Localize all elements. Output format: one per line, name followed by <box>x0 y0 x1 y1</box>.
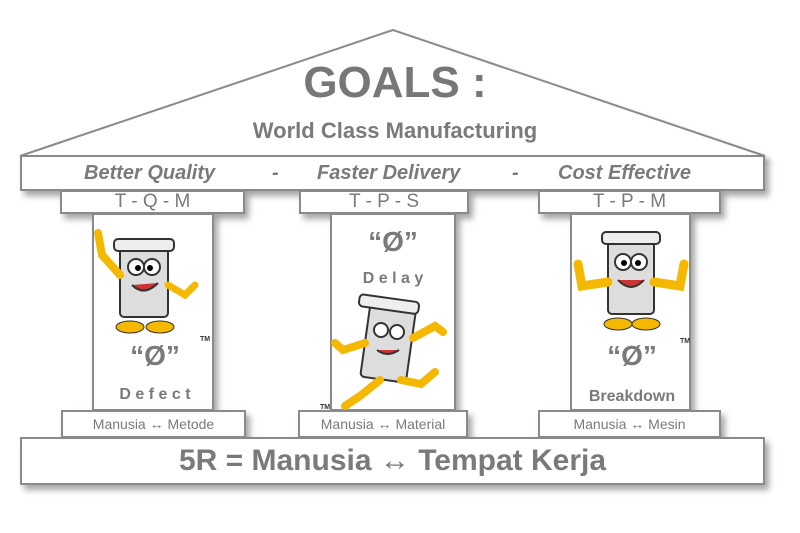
better-quality: Better Quality <box>84 161 216 184</box>
zero-symbol-defect: “Ø” <box>130 340 180 371</box>
goals-subtitle: World Class Manufacturing <box>252 118 538 143</box>
label-breakdown: Breakdown <box>588 388 676 405</box>
label-defect: D e f e c t <box>119 386 191 403</box>
zero-symbol-delay: “Ø” <box>368 226 418 257</box>
base-metode: Manusia ↔ Metode <box>61 410 246 438</box>
goals-title: GOALS : <box>303 58 487 107</box>
pillar-mascot-running-icon <box>331 293 447 410</box>
separator: - <box>512 161 519 184</box>
pillar-mascot-strong-icon <box>573 231 689 331</box>
trademark: TM <box>320 404 331 411</box>
base-mesin: Manusia ↔ Mesin <box>538 410 721 438</box>
label-delay: D e l a y <box>362 270 424 287</box>
pillar-mascot-pointing-icon <box>94 229 199 334</box>
zero-symbol-breakdown: “Ø” <box>607 340 657 371</box>
capital-tps: T - P - S <box>299 190 469 214</box>
trademark: TM <box>680 338 691 345</box>
capital-tpm: T - P - M <box>538 190 721 214</box>
cost-effective: Cost Effective <box>558 161 692 184</box>
separator: - <box>272 161 279 184</box>
base-material: Manusia ↔ Material <box>298 410 468 438</box>
trademark: TM <box>200 336 211 343</box>
capital-tqm: T - Q - M <box>60 190 245 214</box>
faster-delivery: Faster Delivery <box>317 161 461 184</box>
goals-band: Better Quality - Faster Delivery - Cost … <box>20 155 765 191</box>
foundation-5r: 5R = Manusia ↔ Tempat Kerja <box>20 437 765 485</box>
